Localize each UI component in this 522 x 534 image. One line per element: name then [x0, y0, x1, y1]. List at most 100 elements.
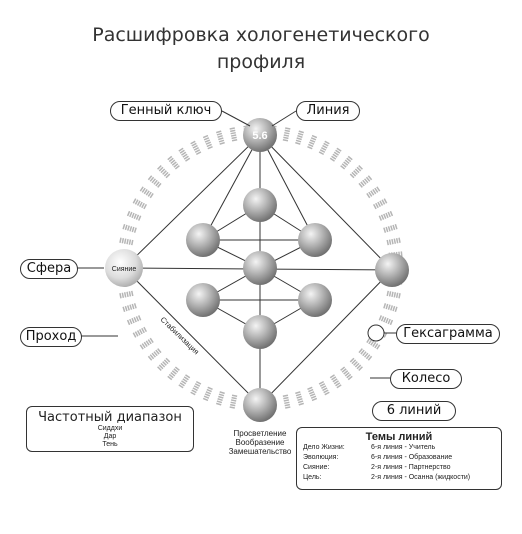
hexagram-line [129, 226, 133, 232]
hexagram-line [203, 395, 210, 399]
hexagram-line [389, 319, 394, 326]
hexagram-line [308, 143, 314, 148]
hexagram-line [400, 251, 403, 257]
hexagram-line [367, 175, 373, 181]
hexagram-line [167, 375, 173, 381]
hexagram-line [295, 139, 302, 143]
hexagram-line [204, 139, 211, 143]
hexagram-mark [190, 140, 202, 156]
sphere-node [298, 283, 332, 317]
hexagram-mark [349, 165, 363, 179]
hexagram-line [192, 144, 198, 149]
hexagram-mark [372, 198, 388, 210]
hexagram-line [398, 293, 401, 299]
hexagram-line [365, 354, 371, 360]
hexagram-line [284, 129, 290, 133]
sphere-node [243, 251, 277, 285]
hexagram-mark [349, 357, 363, 371]
hexagram-line [145, 340, 150, 346]
hexagram-line [309, 393, 316, 397]
hexagram-line [387, 226, 391, 232]
callout-sphere: Сфера [20, 259, 78, 279]
hexagram-line [129, 304, 133, 310]
hexagram-line [398, 237, 401, 243]
hexagram-line [139, 344, 144, 350]
hexagram-line [126, 225, 130, 231]
hexagram-line [167, 155, 173, 161]
hexagram-line [380, 316, 385, 322]
hexagram-line [162, 170, 167, 175]
hexagram-line [231, 396, 237, 400]
hexagram-line [122, 306, 126, 312]
theme-key: Эволюция: [303, 454, 339, 461]
hexagram-line [218, 139, 225, 143]
hexagram-line [390, 225, 394, 231]
hexagram-line [374, 343, 379, 349]
hexagram-line [178, 147, 184, 152]
hexagram-line [216, 130, 222, 134]
hexagram-line [283, 134, 290, 137]
gift-level-label: Вообразение [235, 438, 285, 447]
hexagram-line [131, 317, 135, 324]
hexagram-line [119, 237, 122, 243]
hexagram-line [298, 402, 304, 406]
hexagram-line [185, 157, 191, 162]
hexagram-line [392, 224, 396, 231]
hexagram-mark [167, 155, 180, 170]
shadow-level-label: Замешательство [228, 447, 292, 456]
hexagram-line [372, 203, 377, 210]
hexagram-line [134, 331, 139, 337]
hexagram-line [376, 186, 381, 192]
hexagram-line [331, 155, 337, 160]
hexagram-line [151, 352, 156, 358]
hexagram-line [126, 291, 129, 298]
hexagram-line [206, 143, 212, 148]
hexagram-line [370, 190, 375, 196]
hexagram-line [147, 175, 153, 181]
hexagram-line [388, 291, 392, 297]
hexagram-line [297, 134, 303, 138]
siddhi-level-label: Просветление [233, 429, 287, 438]
hexagram-line [391, 238, 394, 245]
hexagram-mark [147, 175, 162, 188]
hexagram-line [155, 349, 160, 355]
hexagram-line [353, 361, 358, 366]
hexagram-line [119, 293, 122, 299]
hexagram-line [283, 136, 289, 140]
callout-line: Линия [296, 101, 360, 121]
hexagram-line [386, 290, 389, 297]
hexagram-line [309, 139, 316, 143]
hexagram-line [149, 193, 154, 199]
hexagram-line [128, 291, 132, 297]
hexagram-line [133, 227, 137, 233]
sphere-node [186, 223, 220, 257]
hexagram-line [157, 182, 162, 188]
theme-value: 6-я линия - Образование [371, 454, 453, 461]
hexagram-line [283, 396, 289, 400]
hexagram-line [190, 391, 196, 396]
theme-row: Эволюция: 6-я линия - Образование [297, 453, 501, 463]
hexagram-line [322, 387, 328, 392]
hexagram-line [179, 382, 185, 387]
hexagram-line [218, 393, 225, 397]
hexagram-line [344, 372, 350, 377]
callout-wheel: Колесо [390, 369, 462, 389]
hexagram-line [295, 391, 301, 395]
hexagram-line [181, 151, 187, 156]
hexagram-line [377, 201, 381, 207]
hexagram-line [383, 198, 388, 204]
hexagram-line [393, 238, 397, 244]
hexagram-line [217, 134, 223, 138]
hexagram-line [136, 200, 141, 206]
hexagram-line [181, 380, 187, 385]
hexagram-line [341, 163, 347, 168]
hexagram-line [394, 306, 398, 312]
hexagram-line [285, 127, 291, 130]
radiance-sphere [105, 249, 143, 287]
hexagram-mark [340, 366, 353, 381]
hexagram-line [347, 155, 353, 161]
callout-hexagram: Гексаграмма [396, 324, 500, 344]
hexagram-line [124, 305, 128, 312]
hexagram-line [183, 155, 189, 160]
theme-row: Цель: 2-я линия - Осанна (жидкости) [297, 473, 501, 483]
